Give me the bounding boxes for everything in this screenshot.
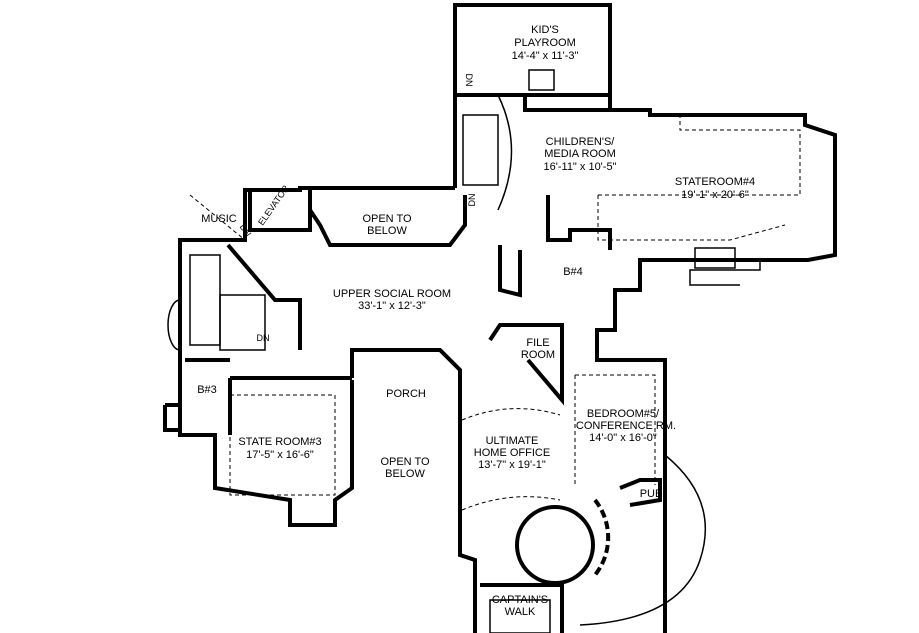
room-name: FILE	[526, 337, 549, 349]
dashed-outlines	[189, 115, 801, 511]
stair-down-label: DN	[467, 194, 477, 207]
walls	[163, 3, 837, 633]
room-name: BELOW	[385, 468, 425, 480]
room-name: BELOW	[367, 225, 407, 237]
room-size: 17'-5" x 16'-6"	[246, 449, 314, 461]
room-open-to-below-bottom: OPEN TO BELOW	[380, 456, 430, 480]
room-open-to-below-top: OPEN TO BELOW	[362, 213, 412, 237]
stair-down-label: DN	[464, 74, 474, 87]
room-home-office: ULTIMATE HOME OFFICE 13'-7" x 19'-1"	[474, 435, 550, 471]
room-porch: PORCH	[386, 388, 426, 400]
room-name: HOME OFFICE	[474, 447, 550, 459]
room-b4: B#4	[563, 266, 583, 278]
room-name: MEDIA ROOM	[544, 148, 616, 160]
room-kids-playroom: KID'S PLAYROOM 14'-4" x 11'-3"	[512, 24, 579, 62]
room-size: 16'-11" x 10'-5"	[544, 161, 617, 173]
room-name: PLAYROOM	[514, 37, 576, 49]
room-upper-social: UPPER SOCIAL ROOM 33'-1" x 12'-3"	[333, 288, 451, 312]
room-b3: B#3	[197, 384, 217, 396]
room-name: OPEN TO	[380, 456, 430, 468]
room-name: OPEN TO	[362, 213, 412, 225]
room-stateroom-4: STATEROOM#4 19'-1" x 20'-6"	[675, 176, 755, 201]
room-music: MUSIC	[201, 213, 237, 225]
room-size: 19'-1" x 20'-6"	[681, 189, 749, 201]
room-name: WALK	[505, 606, 536, 618]
room-file-room: FILE ROOM	[521, 337, 555, 361]
room-bedroom-5: BEDROOM#5/ CONFERENCE RM. 14'-0" x 16'-0…	[576, 408, 676, 444]
room-name: UPPER SOCIAL ROOM	[333, 288, 451, 300]
room-childrens-media: CHILDREN'S/ MEDIA ROOM 16'-11" x 10'-5"	[544, 136, 617, 173]
room-name: BEDROOM#5/	[587, 408, 660, 420]
room-size: 33'-1" x 12'-3"	[358, 300, 426, 312]
room-name: STATEROOM#4	[675, 176, 755, 188]
room-size: 14'-4" x 11'-3"	[512, 50, 579, 62]
room-name: ROOM	[521, 349, 555, 361]
room-name: CHILDREN'S/	[546, 136, 616, 148]
room-name: KID'S	[531, 24, 559, 36]
room-size: 13'-7" x 19'-1"	[478, 459, 546, 471]
stair-down-label: DN	[257, 333, 270, 343]
room-name: ULTIMATE	[486, 435, 539, 447]
room-name: CONFERENCE RM.	[576, 420, 676, 432]
room-name: CAPTAIN'S	[492, 594, 548, 606]
room-captains-walk: CAPTAIN'S WALK	[492, 594, 548, 618]
details	[167, 69, 761, 633]
room-pub: PUB	[640, 488, 663, 500]
room-state-room-3: STATE ROOM#3 17'-5" x 16'-6"	[238, 436, 321, 461]
room-size: 14'-0" x 16'-0"	[589, 432, 657, 444]
room-name: STATE ROOM#3	[238, 436, 321, 448]
